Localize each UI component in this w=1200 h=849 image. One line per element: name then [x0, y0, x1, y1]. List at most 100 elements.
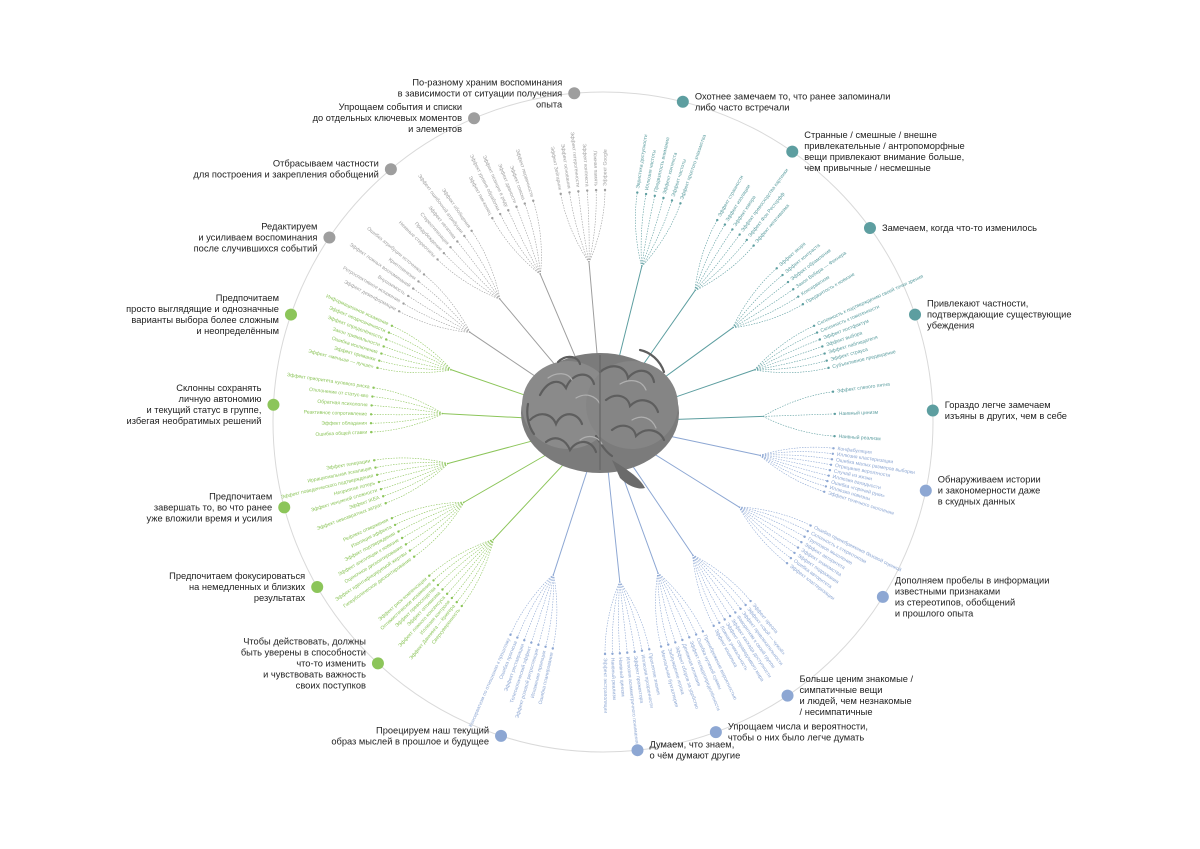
category-label-line: и прошлого опыта — [895, 608, 974, 618]
branch-line — [398, 501, 465, 532]
branch-line — [692, 554, 714, 627]
category-label-line: и элементов — [408, 124, 462, 134]
bias-dot — [450, 596, 454, 600]
bias-dot — [428, 574, 431, 577]
category-label-line: варианты выбора более сложным — [131, 315, 279, 325]
branch-line — [754, 332, 818, 371]
bias-dot — [827, 474, 830, 477]
bias-dot — [393, 523, 397, 527]
bias-dot — [551, 647, 554, 650]
branch-line — [588, 190, 597, 263]
category-label-line: и текущий статус в группе, — [147, 405, 262, 415]
bias-dot — [712, 624, 715, 628]
category-label-line: Думаем, что знаем, — [649, 740, 734, 750]
branch-line — [418, 281, 471, 333]
branch-line — [374, 457, 449, 464]
branch-line — [423, 274, 471, 333]
branch-line — [759, 446, 834, 456]
branch-line — [618, 581, 621, 654]
bias-dot — [390, 517, 394, 520]
branch-line — [492, 217, 541, 275]
category-label-line: и чувствовать важность — [263, 669, 366, 679]
bias-dot — [636, 191, 639, 194]
category-node — [267, 398, 280, 411]
bias-dot — [812, 324, 816, 327]
bias-dot — [377, 480, 381, 484]
category-node — [909, 308, 922, 321]
bias-dot — [785, 562, 789, 565]
category-label-line: из стереотипов, обобщений — [895, 597, 1015, 607]
bias-dot — [745, 238, 748, 242]
branch-line — [754, 360, 827, 371]
category-label-line: Обнаруживаем истории — [938, 475, 1041, 485]
bias-dot — [523, 639, 526, 642]
bias-label: Ложная память — [592, 151, 599, 187]
branch-line — [401, 501, 465, 539]
category-label-line: Замечаем, когда что-то изменилось — [882, 223, 1037, 233]
category-label-line: чтобы о них было легче думать — [728, 733, 865, 743]
category-label-line: чем привычные / несмешные — [804, 163, 931, 173]
bias-dot — [384, 502, 387, 505]
category-node — [468, 112, 481, 125]
category-label-line: Больше ценим знакомые / — [800, 674, 914, 684]
category-label-line: о чём думают другие — [649, 751, 740, 761]
branch-line — [378, 463, 449, 483]
category-label-line: и усиливаем воспоминания — [198, 232, 317, 242]
branch-line — [694, 245, 754, 292]
branch-line — [372, 396, 444, 414]
branch-line — [394, 501, 465, 526]
bias-dot — [369, 413, 373, 416]
bias-dot — [738, 233, 741, 236]
category-label-line: Привлекают частности, — [927, 299, 1028, 309]
branch-line — [759, 455, 825, 493]
branch-line — [516, 206, 541, 275]
branch-line — [386, 339, 452, 371]
bias-dot — [523, 202, 526, 205]
bias-dot — [825, 359, 828, 362]
bias-dot — [411, 287, 415, 290]
bias-dot — [718, 621, 721, 624]
branch-line — [692, 554, 725, 620]
bias-dot — [384, 338, 388, 341]
bias-dot — [397, 310, 401, 313]
branch-line — [640, 193, 647, 267]
bias-dot — [827, 366, 830, 370]
branch-line — [442, 538, 495, 590]
bias-dot — [809, 524, 812, 527]
branch-line — [738, 506, 802, 543]
category-label-line: до отдельных ключевых моментов — [313, 113, 463, 123]
bias-dot — [828, 469, 832, 472]
category-label-line: просто выглядящие и однозначные — [126, 304, 279, 314]
outer-ring — [272, 91, 934, 753]
branch-line — [578, 191, 590, 263]
bias-dot — [830, 458, 834, 461]
branch-line — [657, 572, 669, 645]
branch-line — [692, 554, 741, 610]
bias-dot — [789, 556, 793, 560]
bias-dot — [370, 430, 373, 434]
category-label-line: Предпочитаем — [216, 293, 279, 303]
bias-dot — [679, 202, 682, 205]
bias-dot — [371, 395, 374, 398]
branch-line — [383, 346, 452, 371]
branch-line — [759, 454, 829, 476]
bias-dot — [436, 258, 439, 261]
bias-dot — [752, 244, 755, 247]
branch-line — [759, 454, 830, 471]
bias-label: Наивный цинизм — [839, 409, 879, 417]
branch-line — [532, 200, 542, 275]
category-label: Охотнее замечаем то, что ранее запоминал… — [695, 91, 891, 112]
category-node — [876, 590, 889, 603]
bias-dot — [829, 463, 833, 466]
branch-line — [398, 311, 471, 333]
branch-line — [538, 574, 554, 645]
branch-line — [413, 501, 465, 557]
branch-line — [391, 501, 465, 519]
